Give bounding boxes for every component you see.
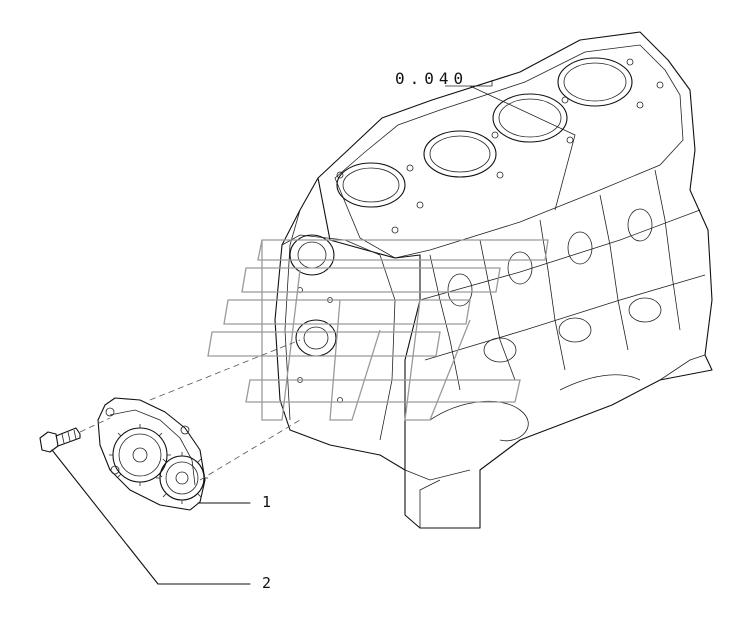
cylinder-bore-4 bbox=[557, 57, 633, 107]
pump-gear-small bbox=[159, 455, 205, 501]
cylinder-bore-2 bbox=[423, 130, 497, 178]
cylinder-bore-1 bbox=[336, 162, 406, 208]
callout-label-2: 2 bbox=[262, 574, 271, 592]
cylinder-bore-3 bbox=[492, 93, 568, 143]
engine-block bbox=[274, 31, 713, 529]
callout-leader-2 bbox=[51, 449, 251, 585]
pump-gear-large bbox=[112, 427, 168, 483]
reference-code: 0.040 bbox=[395, 69, 468, 88]
front-boss-lower bbox=[295, 319, 337, 357]
front-boss bbox=[289, 234, 335, 276]
oil-pump bbox=[97, 397, 208, 511]
bolt bbox=[39, 427, 81, 453]
assembly-line bbox=[149, 339, 301, 401]
assembly-line bbox=[199, 419, 301, 481]
callout-label-1: 1 bbox=[262, 493, 271, 511]
reference-leader bbox=[445, 80, 576, 211]
assembly-line bbox=[79, 417, 111, 433]
watermark-logo bbox=[207, 239, 549, 421]
